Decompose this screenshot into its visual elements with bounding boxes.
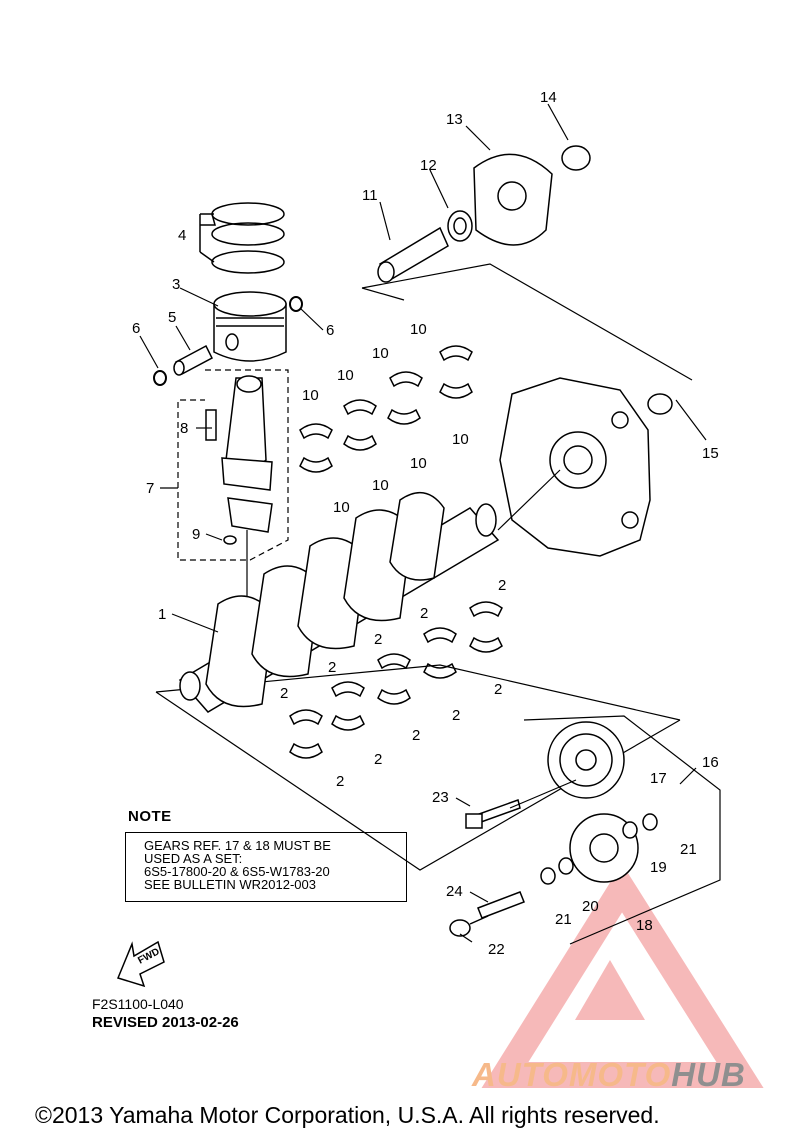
callout-4: 4: [178, 227, 186, 244]
callout-2: 2: [412, 727, 420, 744]
leader-lines: [139, 103, 707, 943]
revised-date: REVISED 2013-02-26: [92, 1014, 239, 1031]
note-title: NOTE: [128, 808, 172, 825]
callout-11: 11: [362, 187, 378, 204]
callout-labels: 1 2 2 2 2 2 2 2 2 2 2 3 4 5 6 6 7 8 9 10…: [132, 89, 719, 958]
callout-2: 2: [452, 707, 460, 724]
drive-shaft-parts: [361, 145, 693, 415]
piston-rings: [199, 202, 285, 274]
callout-2: 2: [336, 773, 344, 790]
callout-5: 5: [168, 309, 176, 326]
watermark-part1: AUTOMOTO: [472, 1056, 672, 1093]
connecting-rod-group: [177, 369, 289, 600]
bearing-set-10: [299, 345, 473, 473]
note-line: USED AS A SET:: [144, 851, 243, 866]
callout-9: 9: [192, 526, 200, 543]
copyright-notice: ©2013 Yamaha Motor Corporation, U.S.A. A…: [35, 1102, 660, 1128]
callout-16: 16: [702, 754, 719, 771]
note-line: 6S5-17800-20 & 6S5-W1783-20: [144, 864, 330, 879]
callout-20: 20: [582, 898, 599, 915]
callout-24: 24: [446, 883, 463, 900]
callout-1: 1: [158, 606, 166, 623]
callout-2: 2: [374, 751, 382, 768]
callout-2: 2: [328, 659, 336, 676]
callout-8: 8: [180, 420, 188, 437]
callout-18: 18: [636, 917, 653, 934]
callout-21: 21: [680, 841, 697, 858]
callout-10: 10: [302, 387, 319, 404]
callout-2: 2: [374, 631, 382, 648]
watermark-part2: HUB: [671, 1056, 746, 1093]
crankcase-housing: [497, 377, 651, 557]
note-line: GEARS REF. 17 & 18 MUST BE: [144, 838, 331, 853]
callout-12: 12: [420, 157, 437, 174]
callout-2: 2: [420, 605, 428, 622]
callout-15: 15: [702, 445, 719, 462]
callout-7: 7: [146, 480, 154, 497]
forward-arrow-icon: FWD: [116, 940, 165, 988]
callout-19: 19: [650, 859, 667, 876]
callout-10: 10: [372, 345, 389, 362]
callout-3: 3: [172, 276, 180, 293]
callout-10: 10: [337, 367, 354, 384]
callout-17: 17: [650, 770, 667, 787]
gear-set: [449, 715, 721, 945]
note-box: GEARS REF. 17 & 18 MUST BE USED AS A SET…: [125, 832, 407, 902]
bearing-set-2: [155, 601, 681, 871]
callout-21: 21: [555, 911, 572, 928]
watermark-text: AUTOMOTOHUB: [472, 1056, 746, 1094]
piston-pin-clip: [153, 296, 303, 386]
callout-6: 6: [132, 320, 140, 337]
crankshaft: [178, 491, 500, 713]
callout-6: 6: [326, 322, 334, 339]
callout-14: 14: [540, 89, 557, 106]
note-line: SEE BULLETIN WR2012-003: [144, 877, 316, 892]
callout-10: 10: [452, 431, 469, 448]
callout-10: 10: [410, 321, 427, 338]
callout-10: 10: [410, 455, 427, 472]
piston-pin: [173, 344, 213, 376]
callout-10: 10: [333, 499, 350, 516]
callout-2: 2: [498, 577, 506, 594]
callout-2: 2: [494, 681, 502, 698]
callout-23: 23: [432, 789, 449, 806]
callout-2: 2: [280, 685, 288, 702]
callout-10: 10: [372, 477, 389, 494]
callout-13: 13: [446, 111, 463, 128]
watermark-logo-icon: [481, 863, 764, 1088]
piston: [213, 291, 287, 362]
diagram-part-code: F2S1100-L040: [92, 996, 184, 1012]
callout-22: 22: [488, 941, 505, 958]
